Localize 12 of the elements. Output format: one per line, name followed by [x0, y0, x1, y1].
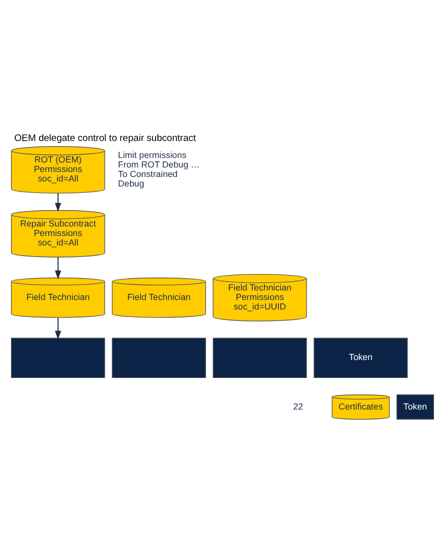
node-box [212, 338, 307, 378]
arrow [54, 193, 62, 212]
arrow [54, 318, 62, 340]
diagram-title: OEM delegate control to repair subcontract [14, 133, 196, 144]
node-box: Token [314, 338, 408, 378]
legend-label: Token [403, 401, 428, 412]
legend-label: Certificates [338, 401, 383, 412]
label: Limit permissions From ROT Debug … To Constrained Debug [118, 150, 200, 188]
node-box [11, 338, 106, 378]
label: 22 [293, 401, 304, 412]
node-box [112, 338, 206, 378]
arrow [54, 257, 62, 280]
